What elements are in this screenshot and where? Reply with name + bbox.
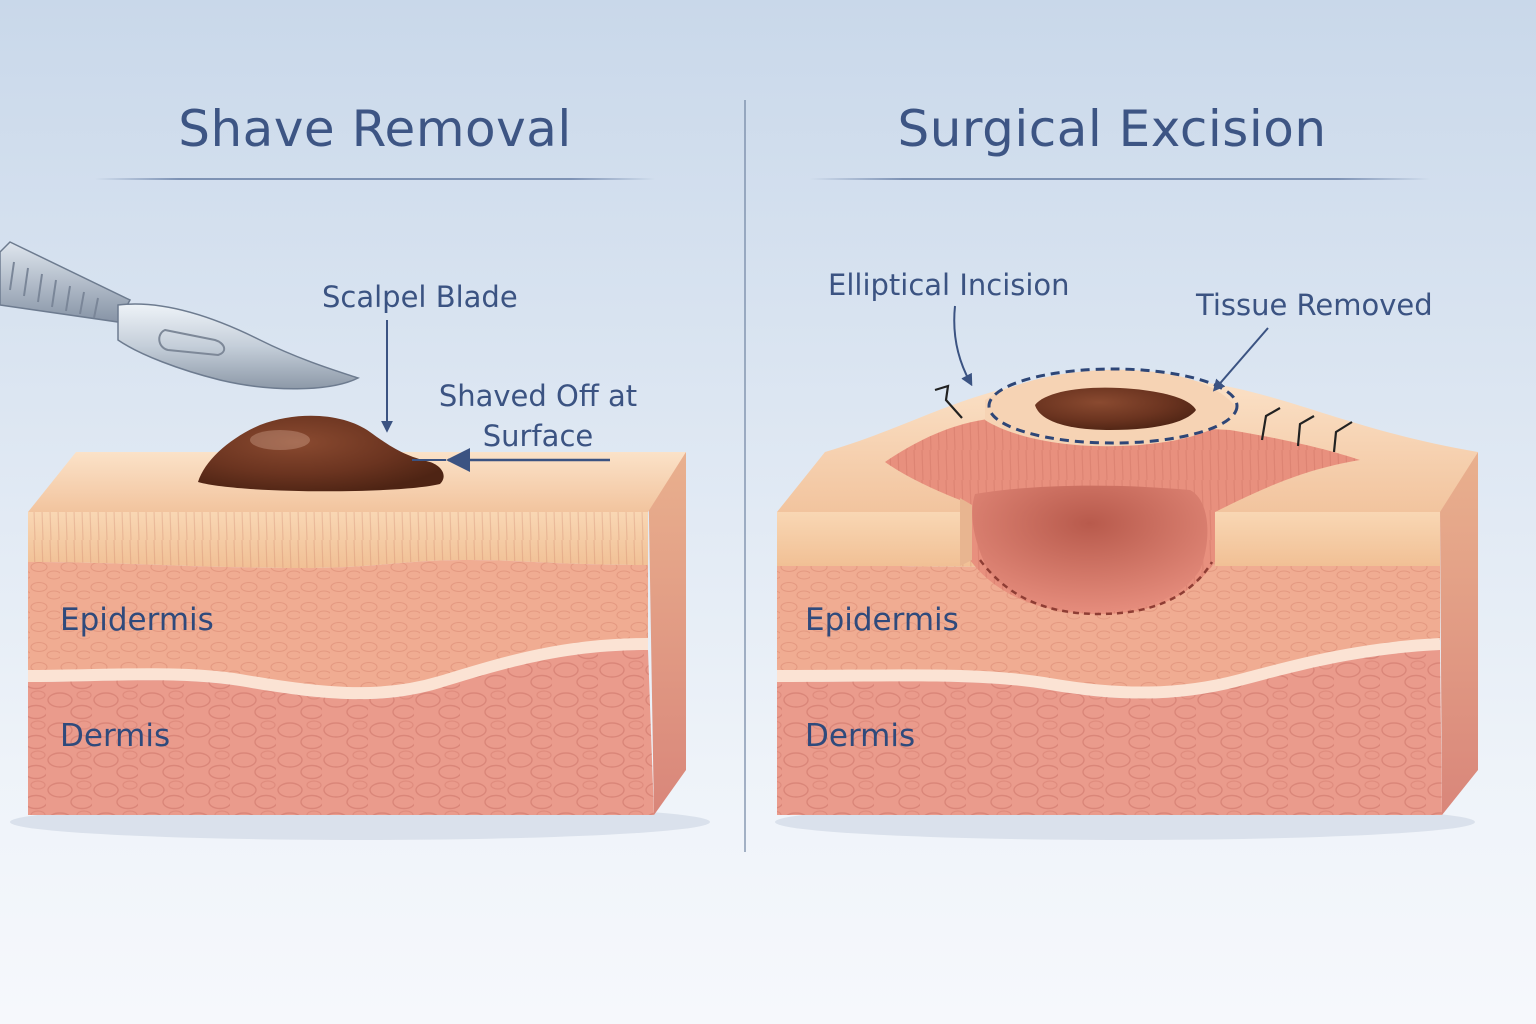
- right-dermis-texture: [777, 650, 1442, 815]
- scalpel-blade: [117, 303, 360, 390]
- tissue-pointer-line: [1212, 327, 1269, 392]
- right-block-side: [1440, 452, 1478, 815]
- scalpel: [0, 241, 360, 390]
- right-epidermis-label: Epidermis: [805, 602, 959, 638]
- left-title-rule: [95, 178, 655, 180]
- right-dermis-label: Dermis: [805, 718, 916, 754]
- scalpel-grip-ridges: [9, 261, 99, 319]
- left-basement-line: [27, 638, 649, 700]
- left-epidermis-label: Epidermis: [60, 602, 214, 638]
- shaved-pointer-head: [446, 448, 470, 472]
- left-epidermis-texture: [28, 560, 648, 690]
- shaved-off-label-line1: Shaved Off at: [438, 379, 638, 413]
- panel-divider: [744, 100, 746, 852]
- shaved-off-label: Shaved Off at Surface: [428, 376, 648, 456]
- surgical-excision-illustration: [775, 305, 1478, 840]
- right-epidermis-texture: [777, 561, 1440, 689]
- mole-highlight: [250, 430, 310, 450]
- shave-removal-title: Shave Removal: [178, 100, 572, 158]
- mole-lesion: [198, 415, 444, 492]
- left-flap-edge: [960, 498, 972, 566]
- incision-outline: [987, 367, 1239, 445]
- surgical-excision-title: Surgical Excision: [897, 100, 1327, 158]
- left-dermis-label: Dermis: [60, 718, 171, 754]
- right-flap-front: [1215, 512, 1440, 566]
- tissue-removed-label: Tissue Removed: [1196, 288, 1433, 322]
- scalpel-slot: [158, 328, 226, 357]
- incision-pointer-line: [953, 305, 973, 387]
- left-flap-front: [777, 512, 960, 566]
- shave-removal-illustration: [0, 241, 710, 840]
- elliptical-incision-label: Elliptical Incision: [828, 268, 1070, 302]
- wound-cavity: [972, 485, 1208, 612]
- shaved-off-label-line2: Surface: [482, 419, 594, 453]
- right-basement-line: [776, 638, 1441, 699]
- left-stratum-texture: [28, 512, 648, 568]
- left-block-side: [648, 452, 686, 815]
- scalpel-blade-label: Scalpel Blade: [322, 280, 518, 314]
- scalpel-handle: [0, 241, 132, 323]
- wound-depth-line: [979, 559, 1214, 616]
- right-title-rule: [810, 178, 1430, 180]
- excised-mole: [1035, 387, 1196, 430]
- left-dermis-texture: [28, 650, 654, 815]
- sutures: [934, 384, 1353, 453]
